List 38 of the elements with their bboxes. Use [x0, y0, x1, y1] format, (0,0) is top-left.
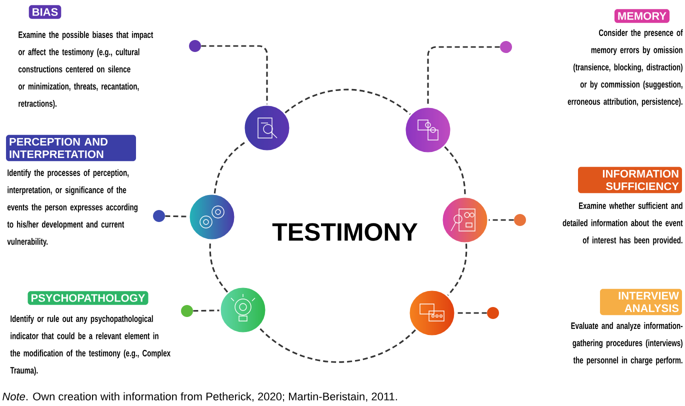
connector-dot [189, 40, 201, 52]
dashed-connector [444, 146, 466, 196]
description-text: Examine whether sufficient and detailed information about the event of interest has been provided. [562, 202, 683, 246]
connector-dot [153, 210, 165, 222]
dashed-connector [165, 215, 188, 218]
dashed-connector [214, 140, 248, 194]
report-icon [441, 196, 489, 244]
connector-dot [181, 305, 193, 317]
category-heading: PERCEPTION AND INTERPRETATION [6, 134, 136, 162]
description-text: Identify or rule out any psychopathological indicator that could be a relevant element in the modification of the testimony (e.g., Complex Trauma). [10, 315, 170, 376]
center-title: TESTIMONY [272, 223, 418, 241]
connector-dot [487, 307, 499, 319]
category-heading: INFORMATION SUFFICIENCY [578, 166, 682, 194]
dashed-connector [258, 326, 416, 363]
category-heading: BIAS [28, 5, 62, 19]
category-heading: PSYCHOPATHOLOGY [28, 291, 148, 305]
dashed-connector [209, 240, 228, 293]
dashed-connector [427, 46, 500, 106]
document-search-icon [243, 104, 291, 152]
gears-icon [188, 193, 236, 241]
puzzle-icon [404, 106, 452, 154]
description-text: Examine the possible biases that impact or affect the testimony (e.g., cultural constructions centered on silence or minimization, threats, recantation, retractions). [18, 31, 154, 109]
description-text: Identify the processes of perception, interpretation, or significance of the events the person expresses according to his/her development and current vulnerability. [7, 169, 138, 247]
chat-icon [408, 289, 456, 337]
dashed-connector [447, 244, 468, 296]
dashed-connector [488, 219, 514, 221]
lightbulb-icon [219, 286, 267, 334]
dashed-connector [456, 312, 487, 314]
description-text: Evaluate and analyze information-gathering procedures (interviews) the personnel in charge perform. [571, 322, 683, 366]
connector-dot [514, 214, 526, 226]
dashed-connector [284, 88, 411, 115]
category-heading: MEMORY [614, 9, 670, 23]
category-heading: INTERVIEW ANALYSIS [600, 288, 682, 316]
connector-dot [500, 41, 512, 53]
description-text: Consider the presence of memory errors by omission (transience, blocking, distraction) or by commission (suggestion, erroneous attribution, persistence). [568, 29, 683, 107]
dashed-connector [193, 310, 220, 312]
dashed-connector [201, 45, 268, 104]
caption: Note. Own creation with information from Petherick, 2020; Martin-Beristain, 2011. [2, 392, 397, 402]
